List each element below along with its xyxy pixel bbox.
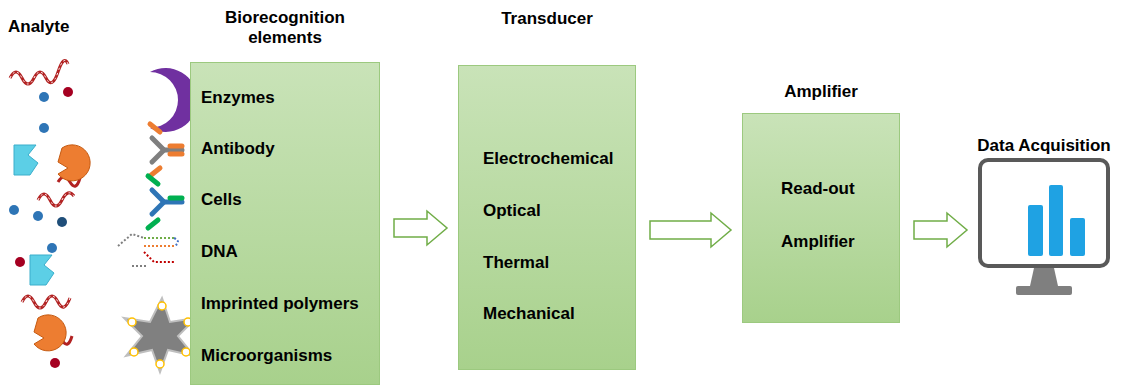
imprinted-polymer-icon-part — [124, 298, 196, 372]
analyte-molecules-part — [14, 145, 38, 175]
antibody-icon — [150, 124, 182, 176]
dna-aptamer-icon-part — [132, 265, 146, 267]
list-item: Enzymes — [201, 88, 275, 108]
monitor-icon-part — [1049, 185, 1063, 256]
antibody-icon-part — [150, 168, 160, 176]
analyte-molecules-part — [30, 255, 54, 285]
cell-antibody-icon-part — [152, 202, 164, 214]
list-item: Mechanical — [483, 304, 575, 324]
cell-antibody-icon-part — [148, 176, 158, 184]
dna-aptamer-icon-part — [144, 252, 174, 262]
analyte-molecules-part — [57, 217, 67, 227]
monitor-icon-part — [980, 160, 1108, 266]
amplifier-box: AmplifierRead-outAmplifier — [742, 113, 900, 323]
analyte-molecules-part — [39, 92, 49, 102]
flow-arrow — [394, 211, 447, 245]
imprinted-polymer-icon-part — [182, 348, 190, 356]
list-item: Thermal — [483, 253, 549, 273]
antibody-icon-part — [170, 144, 182, 149]
cell-antibody-icon-part — [170, 196, 182, 201]
imprinted-polymer-icon-part — [130, 348, 138, 356]
analyte-rna-part — [22, 296, 70, 308]
analyte-molecules-part — [58, 145, 90, 181]
monitor-icon-part — [1030, 268, 1058, 286]
dna-aptamer-icon-part — [118, 234, 144, 246]
dna-aptamer-icon — [118, 234, 178, 266]
list-item: Optical — [483, 201, 541, 221]
analyte-molecules-part — [9, 205, 19, 215]
monitor-icon-part — [1028, 205, 1043, 256]
analyte-molecules-part — [63, 87, 73, 97]
data-acquisition-monitor: Data Acquisition — [978, 158, 1110, 300]
analyte-rna-part — [22, 296, 70, 308]
section-heading: Transducer — [501, 9, 593, 29]
list-item: Imprinted polymers — [201, 294, 359, 314]
antibody-icon-part — [150, 124, 160, 132]
dna-aptamer-icon-part — [174, 238, 178, 246]
analyte-rna-part — [38, 193, 74, 206]
analyte-molecules-part — [15, 257, 25, 267]
dna-aptamer-icon-part — [144, 237, 174, 239]
list-item: Antibody — [201, 139, 275, 159]
dna-aptamer-icon-part — [144, 245, 174, 247]
monitor-icon — [978, 158, 1110, 300]
list-item: DNA — [201, 242, 238, 262]
flow-arrow — [914, 213, 967, 247]
monitor-icon-part — [1016, 286, 1072, 295]
cell-antibody-icon-part — [148, 220, 158, 228]
monitor-icon-part — [1070, 218, 1085, 256]
analyte-rna — [10, 60, 80, 344]
list-item: Amplifier — [781, 232, 855, 252]
analyte-molecules — [9, 87, 90, 368]
analyte-molecules-part — [50, 358, 60, 368]
analyte-molecules-part — [39, 123, 49, 133]
cell-antibody-icon-part — [152, 190, 182, 202]
imprinted-polymer-icon — [124, 298, 196, 372]
antibody-icon-part — [152, 138, 182, 150]
section-label: Analyte — [8, 17, 69, 37]
analyte-molecules-part — [33, 211, 43, 221]
flow-arrow — [650, 213, 731, 247]
analyte-molecules-part — [34, 315, 66, 351]
analyte-rna-part — [10, 60, 68, 84]
transducer-box: TransducerElectrochemicalOpticalThermalM… — [458, 65, 636, 370]
imprinted-polymer-icon-part — [128, 318, 136, 326]
list-item: Cells — [201, 190, 242, 210]
section-heading: Amplifier — [784, 82, 858, 102]
biorecognition-box: Biorecognition elementsEnzymesAntibodyCe… — [190, 62, 380, 385]
list-item: Electrochemical — [483, 149, 613, 169]
list-item: Microorganisms — [201, 346, 332, 366]
analyte-rna-part — [10, 60, 68, 84]
section-heading: Data Acquisition — [977, 136, 1111, 156]
analyte-molecules-part — [47, 243, 57, 253]
section-heading: Biorecognition elements — [190, 8, 380, 48]
antibody-icon-part — [152, 150, 164, 162]
cell-antibody-icon — [148, 176, 182, 228]
imprinted-polymer-icon-part — [158, 302, 166, 310]
analyte-rna-part — [38, 193, 74, 206]
list-item: Read-out — [781, 179, 855, 199]
antibody-icon-part — [170, 152, 182, 157]
imprinted-polymer-icon-part — [156, 360, 164, 368]
